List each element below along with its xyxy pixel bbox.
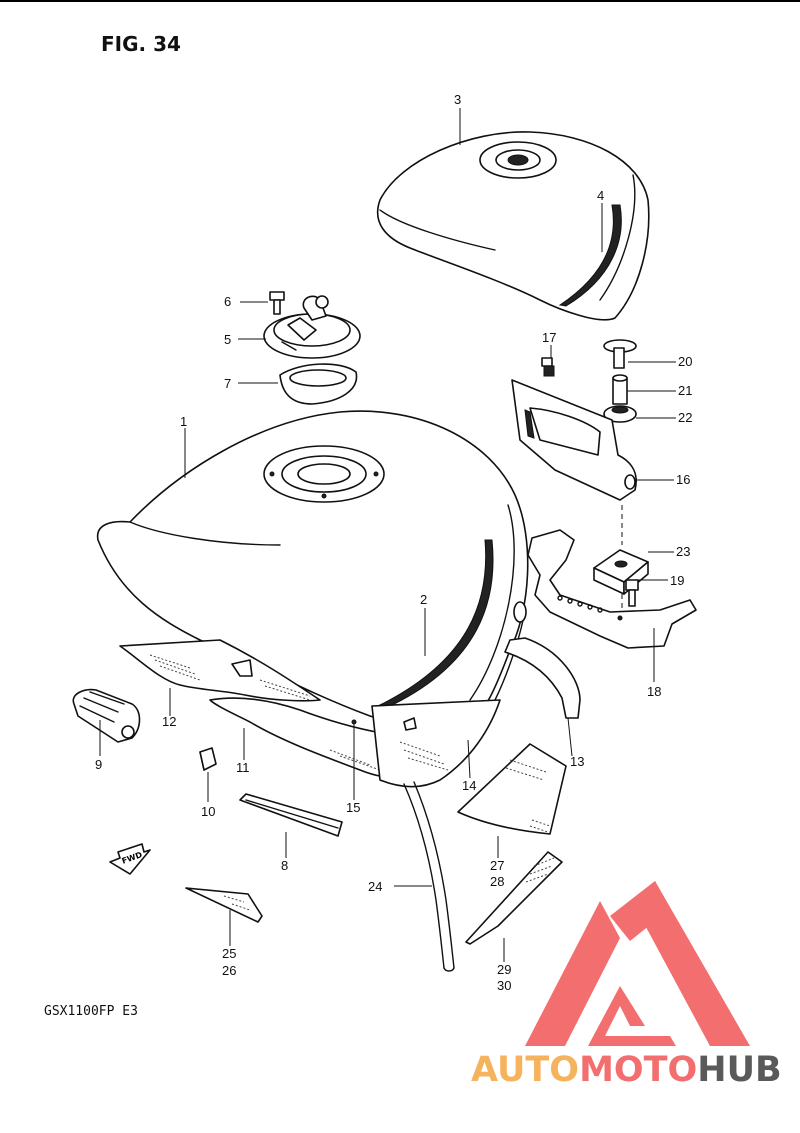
label-part-27: 27 — [490, 858, 504, 873]
label-part-9: 9 — [95, 757, 102, 772]
label-part-25: 25 — [222, 946, 236, 961]
small-cushion-part — [199, 747, 217, 771]
label-part-1: 1 — [180, 414, 187, 429]
label-part-19: 19 — [670, 573, 684, 588]
label-part-30: 30 — [497, 978, 511, 993]
label-part-4: 4 — [597, 188, 604, 203]
drain-hose-part — [403, 781, 455, 972]
rubber-grommet-part — [72, 688, 141, 743]
tank-damper-part — [593, 549, 649, 595]
small-plate-part — [185, 887, 263, 923]
mount-bolt-spacer-cushion — [603, 339, 637, 423]
label-part-6: 6 — [224, 294, 231, 309]
label-part-29: 29 — [497, 962, 511, 977]
label-part-21: 21 — [678, 383, 692, 398]
label-part-12: 12 — [162, 714, 176, 729]
label-part-10: 10 — [201, 804, 215, 819]
label-part-7: 7 — [224, 376, 231, 391]
cap-bolt-part — [269, 291, 285, 315]
side-trim-part — [504, 637, 581, 719]
leader-lines — [99, 108, 676, 962]
center-under-cover-part — [209, 697, 501, 788]
forward-direction-arrow: FWD — [109, 843, 151, 875]
label-part-22: 22 — [678, 410, 692, 425]
automotohub-watermark-text: AUTOMOTOHUB — [471, 1050, 782, 1090]
model-code: GSX1100FP E3 — [44, 1004, 138, 1019]
label-part-26: 26 — [222, 963, 236, 978]
damper-bolt-part — [625, 579, 639, 607]
figure-title: FIG. 34 — [101, 32, 181, 56]
label-part-16: 16 — [676, 472, 690, 487]
label-part-13: 13 — [570, 754, 584, 769]
label-part-3: 3 — [454, 92, 461, 107]
side-plate-part — [457, 743, 567, 835]
watermark-moto: MOTO — [579, 1050, 698, 1090]
label-part-17: 17 — [542, 330, 556, 345]
fuel-tank-part — [96, 410, 529, 728]
lower-bracket-part — [527, 529, 697, 649]
label-part-8: 8 — [281, 858, 288, 873]
automotohub-logo-icon — [525, 881, 750, 1046]
label-part-18: 18 — [647, 684, 661, 699]
label-part-14: 14 — [462, 778, 476, 793]
rear-bracket-part — [511, 379, 637, 501]
label-part-5: 5 — [224, 332, 231, 347]
watermark-hub: HUB — [697, 1050, 782, 1090]
label-part-24: 24 — [368, 879, 382, 894]
lower-plate-part — [465, 851, 563, 945]
tank-cover-part — [376, 131, 650, 321]
left-under-cover-part — [119, 639, 321, 702]
cap-gasket-part — [279, 363, 358, 405]
fuel-cap-part — [263, 295, 361, 359]
label-part-11: 11 — [236, 760, 250, 775]
rubber-strip-part — [239, 793, 343, 837]
watermark-auto: AUTO — [471, 1050, 580, 1090]
part-number-labels: 3 4 6 5 7 1 2 17 20 21 22 16 23 19 18 13… — [95, 92, 692, 993]
small-bolt-part — [541, 357, 555, 377]
label-part-2: 2 — [420, 592, 427, 607]
label-part-20: 20 — [678, 354, 692, 369]
label-part-23: 23 — [676, 544, 690, 559]
label-part-28: 28 — [490, 874, 504, 889]
label-part-15: 15 — [346, 800, 360, 815]
